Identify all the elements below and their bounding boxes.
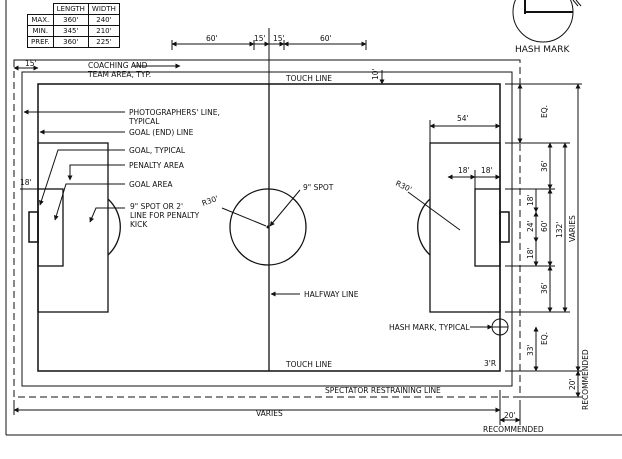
label-hash-typical: HASH MARK, TYPICAL: [389, 323, 470, 332]
label-varies-v: VARIES: [568, 215, 577, 242]
photographers-line: [21, 71, 513, 387]
row-length: 360': [52, 36, 89, 48]
label-spot-2: LINE FOR PENALTY: [130, 211, 200, 220]
label-touch-line-top: TOUCH LINE: [285, 74, 332, 83]
label-penalty-area: PENALTY AREA: [129, 161, 185, 170]
label-dim-60-right: 60': [320, 34, 332, 43]
goal-right: [499, 211, 510, 243]
label-dim-36-top: 36': [540, 160, 549, 172]
goal-area-right: [474, 188, 501, 267]
label-goal-end-line: GOAL (END) LINE: [129, 128, 194, 137]
table-row: MAX. 360' 240': [27, 14, 120, 26]
label-goal-typical: GOAL, TYPICAL: [129, 146, 186, 155]
label-dim-15-corner: 15': [25, 59, 37, 68]
center-circle: [229, 188, 307, 266]
label-dim-20-h: 20': [504, 411, 516, 420]
label-spot-1: 9" SPOT OR 2': [130, 202, 183, 211]
label-dim-18-r1: 18': [526, 194, 535, 206]
penalty-arc-left: [107, 198, 121, 256]
annotation-labels: 60' 15' 15' 60' 15' COACHING AND TEAM AR…: [20, 34, 590, 434]
label-dim-10: 10': [371, 68, 380, 80]
label-dim-36-bot: 36': [540, 282, 549, 294]
label-dim-20-v: 20': [568, 378, 577, 390]
label-goal-area: GOAL AREA: [129, 180, 173, 189]
label-dim-18-r2: 18': [526, 247, 535, 259]
label-dim-18-a: 18': [458, 166, 470, 175]
label-varies-h: VARIES: [256, 409, 283, 418]
label-eq-bot: EQ.: [540, 332, 549, 345]
label-photographers-2: TYPICAL: [128, 117, 160, 126]
table-row: PREF. 360' 225': [27, 36, 120, 48]
label-dim-60-left: 60': [206, 34, 218, 43]
label-hash-mark-title: HASH MARK: [515, 45, 570, 55]
label-dim-54: 54': [457, 114, 469, 123]
label-dim-24: 24': [526, 220, 535, 232]
label-spectator: SPECTATOR RESTRAINING LINE: [325, 386, 441, 395]
label-touch-line-bottom: TOUCH LINE: [285, 360, 332, 369]
goal-left: [28, 211, 39, 243]
label-dim-60-v: 60': [540, 220, 549, 232]
label-spot-3: KICK: [130, 220, 148, 229]
label-coaching-1: COACHING AND: [88, 61, 148, 70]
spectator-line: [13, 59, 521, 398]
label-recommended-h: RECOMMENDED: [483, 425, 544, 434]
label-dim-18-b: 18': [481, 166, 493, 175]
label-spot-9: 9" SPOT: [303, 183, 334, 192]
row-width: 225': [87, 36, 120, 48]
penalty-area-left: [37, 142, 109, 313]
penalty-arc-right: [417, 198, 431, 256]
label-photographers-1: PHOTOGRAPHERS' LINE,: [129, 108, 220, 117]
label-dim-3r: 3'R: [484, 359, 496, 368]
label-r30-right: R30': [394, 179, 413, 194]
hash-mark-detail: [512, 0, 574, 43]
label-dim-15-left: 15': [254, 34, 266, 43]
dimensions-table: LENGTH WIDTH MAX. 360' 240' MIN. 345' 21…: [27, 3, 120, 48]
center-spot: [266, 225, 270, 229]
label-dim-33: 33': [526, 344, 535, 356]
label-dim-18-left: 18': [20, 178, 32, 187]
label-recommended-v: RECOMMENDED: [581, 349, 590, 410]
label-dim-132: 132': [555, 222, 564, 238]
label-r30-left: R30': [201, 194, 220, 208]
label-halfway-line: HALFWAY LINE: [304, 290, 359, 299]
label-dim-15-right: 15': [273, 34, 285, 43]
label-coaching-2: TEAM AREA, TYP.: [87, 70, 151, 79]
label-eq-top: EQ.: [540, 105, 549, 118]
